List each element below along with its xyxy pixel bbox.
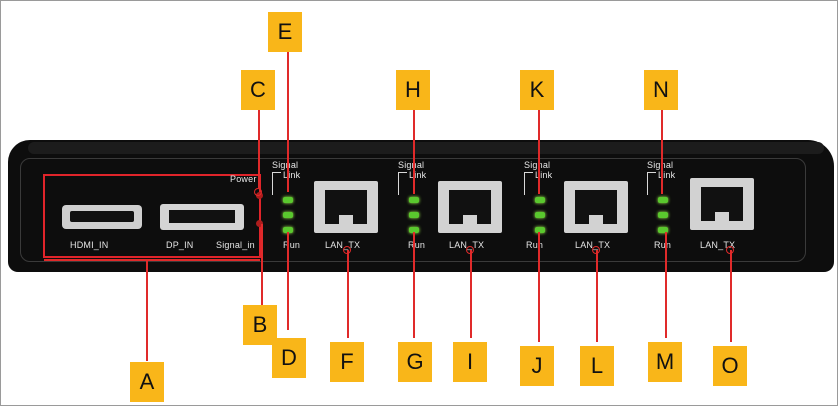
callout-bracket-a	[44, 259, 260, 261]
input-ports-highlight	[43, 174, 261, 258]
callout-dot-l	[592, 246, 600, 254]
callout-line-k	[538, 104, 540, 194]
callout-line-b	[261, 224, 263, 312]
run-label-1: Run	[283, 240, 301, 250]
callout-label-o: O	[713, 346, 747, 386]
callout-line-j	[538, 232, 540, 342]
link-label-2: Link	[409, 170, 427, 180]
lan-label-2: LAN_TX	[449, 240, 485, 250]
run-led-4	[658, 227, 668, 233]
dp-label: DP_IN	[166, 240, 194, 250]
callout-dot-f	[343, 246, 351, 254]
signal-led-2	[409, 197, 419, 203]
callout-label-a: A	[130, 362, 164, 402]
callout-line-n	[661, 104, 663, 194]
link-label-1: Link	[283, 170, 301, 180]
lan-port-1	[314, 181, 378, 233]
callout-label-n: N	[644, 70, 678, 110]
callout-line-i	[470, 250, 472, 338]
led-bracket-2	[398, 172, 407, 195]
led-bracket-4	[647, 172, 656, 195]
callout-label-b: B	[243, 305, 277, 345]
callout-line-e	[287, 50, 289, 192]
callout-label-e: E	[268, 12, 302, 52]
signal-label-2: Signal	[398, 160, 425, 170]
callout-line-d	[287, 232, 289, 330]
hdmi-port	[62, 205, 142, 229]
lan-label-3: LAN_TX	[575, 240, 611, 250]
lan-port-4	[690, 178, 754, 230]
led-bracket-1	[272, 172, 281, 195]
run-label-2: Run	[408, 240, 426, 250]
signal-label-1: Signal	[272, 160, 299, 170]
callout-line-c	[258, 100, 260, 188]
callout-line-a	[146, 259, 148, 361]
callout-label-d: D	[272, 338, 306, 378]
signal-label-3: Signal	[524, 160, 550, 170]
device-top-edge	[28, 142, 824, 154]
run-label-3: Run	[526, 240, 544, 250]
callout-line-h	[413, 104, 415, 194]
link-led-3	[535, 212, 545, 218]
callout-label-k: K	[520, 70, 554, 110]
callout-line-l	[596, 250, 598, 342]
displayport-port	[160, 204, 244, 230]
lan-label-4: LAN_TX	[700, 240, 736, 250]
link-led-4	[658, 212, 668, 218]
callout-line-g	[413, 232, 415, 338]
link-label-4: Link	[658, 170, 676, 180]
callout-dot-c	[254, 188, 262, 196]
callout-line-o	[730, 250, 732, 342]
link-led-2	[409, 212, 419, 218]
callout-label-c: C	[241, 70, 275, 110]
callout-label-g: G	[398, 342, 432, 382]
signal-led-4	[658, 197, 668, 203]
callout-label-m: M	[648, 342, 682, 382]
signal-label-4: Signal	[647, 160, 673, 170]
signal-led-1	[283, 197, 293, 203]
link-led-1	[283, 212, 293, 218]
callout-label-j: J	[520, 346, 554, 386]
run-led-2	[409, 227, 419, 233]
callout-line-f	[347, 250, 349, 338]
signal-in-label: Signal_in	[216, 240, 255, 250]
callout-label-l: L	[580, 346, 614, 386]
led-bracket-3	[524, 172, 533, 195]
signal-in-led	[256, 220, 263, 227]
callout-line-m	[665, 232, 667, 338]
signal-led-3	[535, 197, 545, 203]
run-led-1	[283, 227, 293, 233]
callout-label-i: I	[453, 342, 487, 382]
lan-port-3	[564, 181, 628, 233]
run-label-4: Run	[654, 240, 672, 250]
lan-port-2	[438, 181, 502, 233]
hdmi-label: HDMI_IN	[70, 240, 109, 250]
power-label: Power	[230, 174, 257, 184]
callout-dot-o	[726, 246, 734, 254]
run-led-3	[535, 227, 545, 233]
callout-dot-i	[466, 246, 474, 254]
callout-label-f: F	[330, 342, 364, 382]
lan-label-1: LAN_TX	[325, 240, 361, 250]
callout-label-h: H	[396, 70, 430, 110]
link-label-3: Link	[535, 170, 553, 180]
